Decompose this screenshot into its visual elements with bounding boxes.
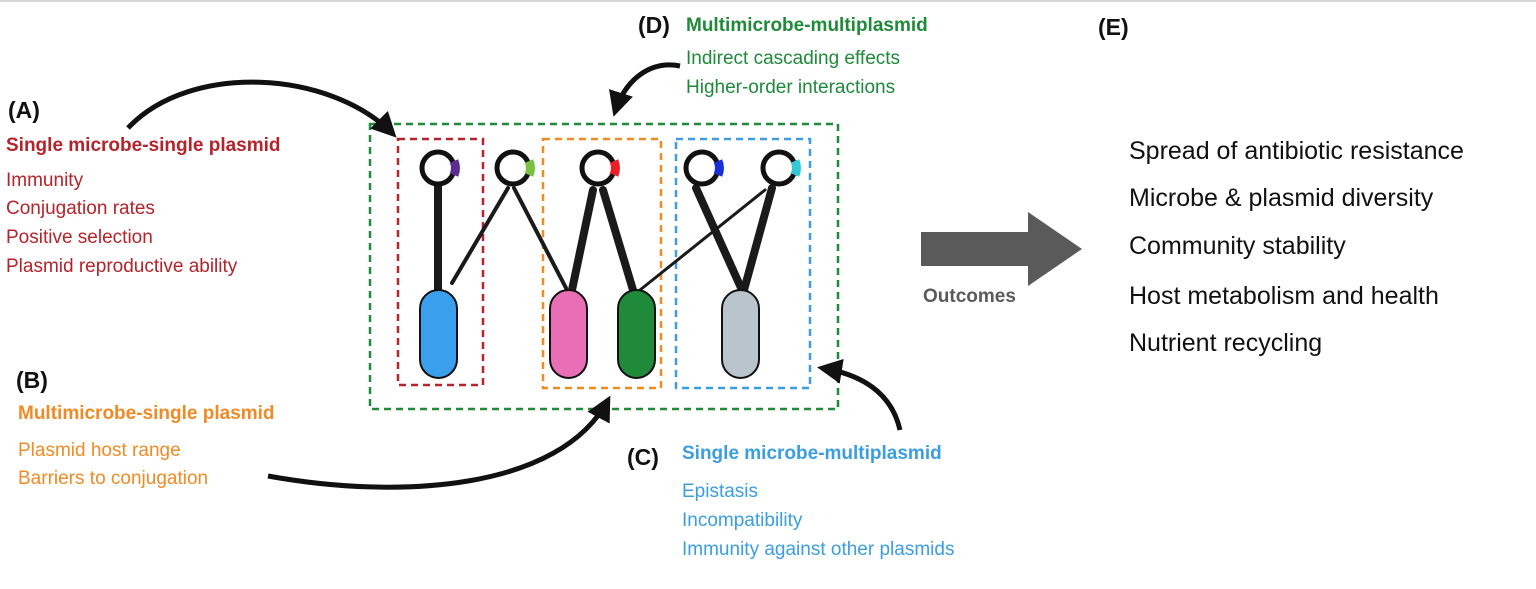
- plasmid-marker: [713, 159, 724, 177]
- panel-a-item: Plasmid reproductive ability: [6, 256, 238, 277]
- group-box-a: [396, 137, 485, 387]
- connection-line: [450, 186, 510, 285]
- plasmid-ring: [494, 149, 532, 187]
- microbe-cell: [549, 289, 588, 379]
- panel-d-item: Higher-order interactions: [686, 77, 896, 98]
- panel-b-title: Multimicrobe-single plasmid: [18, 403, 275, 424]
- arrow-c: [817, 358, 903, 431]
- panel-b-letter: (B): [16, 367, 48, 393]
- panel-c-item: Incompatibility: [682, 510, 803, 531]
- panel-c-title: Single microbe-multiplasmid: [682, 443, 942, 464]
- panel-a-title: Single microbe-single plasmid: [6, 135, 281, 156]
- outcomes-arrow: [921, 212, 1082, 286]
- panel-a-letter: (A): [8, 97, 40, 123]
- plasmid-ring: [419, 149, 457, 187]
- outcome-item: Community stability: [1129, 232, 1346, 260]
- arrow-b: [267, 395, 611, 490]
- panel-d-letter: (D): [638, 12, 670, 38]
- microbe-cell: [721, 289, 760, 379]
- connection-line: [638, 188, 767, 292]
- outcome-item: Spread of antibiotic resistance: [1129, 137, 1464, 165]
- panel-d-item: Indirect cascading effects: [686, 48, 901, 69]
- group-box-b: [541, 137, 663, 390]
- panel-a-item: Positive selection: [6, 227, 153, 248]
- connection-line: [568, 186, 597, 294]
- plasmids: [419, 149, 801, 187]
- outcome-item: Microbe & plasmid diversity: [1129, 184, 1434, 212]
- connection-lines: [434, 182, 776, 294]
- panel-e-letter: (E): [1098, 14, 1129, 40]
- group-box-c: [674, 137, 812, 390]
- arrow-d: [609, 62, 681, 117]
- plasmid-marker: [449, 159, 460, 177]
- panel-a-item: Conjugation rates: [6, 198, 155, 219]
- connection-line: [740, 184, 776, 294]
- panel-c-item: Immunity against other plasmids: [682, 539, 955, 560]
- outcome-item: Nutrient recycling: [1129, 329, 1323, 357]
- connection-line: [512, 186, 568, 290]
- panel-c-item: Epistasis: [682, 481, 759, 502]
- panel-d-title: Multimicrobe-multiplasmid: [686, 15, 928, 36]
- plasmid-ring: [683, 149, 721, 187]
- panel-b-item: Barriers to conjugation: [18, 468, 209, 489]
- microbes: [419, 289, 760, 379]
- plasmid-marker: [790, 159, 801, 177]
- panel-a-item: Immunity: [6, 170, 84, 191]
- connection-line: [599, 186, 637, 294]
- plasmid-marker: [524, 159, 535, 177]
- arrow-a: [126, 79, 397, 138]
- top-border: [0, 0, 1536, 2]
- panel-c-letter: (C): [627, 444, 659, 470]
- microbe-cell: [419, 289, 458, 379]
- outcomes-arrow-label: Outcomes: [923, 286, 1016, 307]
- plasmid-ring: [760, 149, 798, 187]
- microbe-cell: [617, 289, 656, 379]
- connection-line: [692, 184, 746, 294]
- panel-b-item: Plasmid host range: [18, 440, 181, 461]
- plasmid-marker: [609, 159, 620, 177]
- plasmid-ring: [579, 149, 617, 187]
- outcome-item: Host metabolism and health: [1129, 282, 1439, 310]
